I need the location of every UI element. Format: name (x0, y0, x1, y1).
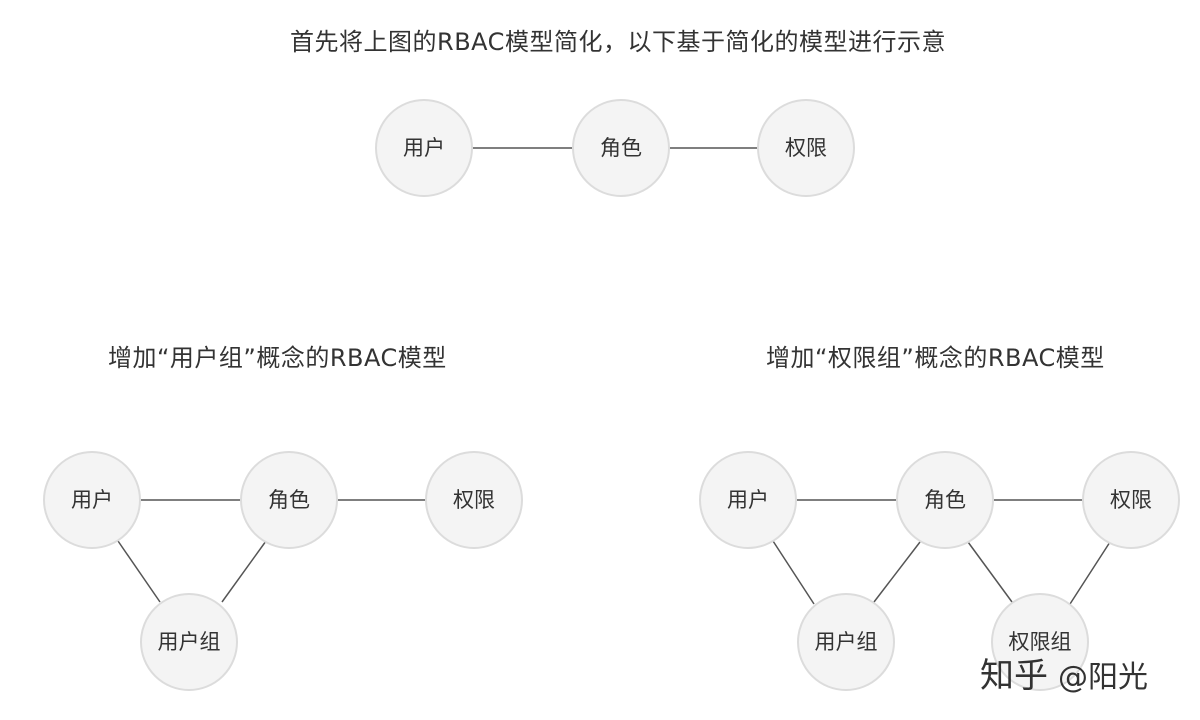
node-user-group: 用户组 (140, 593, 238, 691)
node-label: 角色 (600, 136, 642, 160)
node-label: 用户组 (158, 630, 221, 654)
watermark-author: @阳光 (1058, 660, 1148, 695)
diagram-basic: 用户 角色 权限 (375, 99, 855, 197)
node-label: 用户 (727, 488, 769, 512)
node-user-group: 用户组 (797, 593, 895, 691)
caption-permission-group-model: 增加“权限组”概念的RBAC模型 (766, 344, 1105, 372)
node-label: 角色 (268, 488, 310, 512)
node-user: 用户 (375, 99, 473, 197)
node-user: 用户 (43, 451, 141, 549)
node-permission-group: 权限组 (991, 593, 1089, 691)
edge-usergroup-role (221, 540, 267, 603)
edge-user-usergroup (117, 540, 161, 603)
node-label: 用户 (71, 488, 113, 512)
diagram-user-group: 用户 角色 权限 用户组 (43, 451, 523, 691)
node-label: 用户 (403, 136, 445, 160)
watermark-site: 知乎 (980, 656, 1048, 696)
node-label: 权限 (453, 488, 495, 512)
node-role: 角色 (572, 99, 670, 197)
node-role: 角色 (240, 451, 338, 549)
edge-role-permissiongroup (967, 541, 1013, 603)
diagram-permission-group: 用户 角色 权限 用户组 权限组 (699, 451, 1180, 691)
caption-simplified-model: 首先将上图的RBAC模型简化，以下基于简化的模型进行示意 (290, 28, 946, 56)
node-label: 权限 (785, 136, 827, 160)
node-role: 角色 (896, 451, 994, 549)
node-label: 角色 (924, 488, 966, 512)
node-user: 用户 (699, 451, 797, 549)
edge-permissiongroup-permission (1069, 541, 1111, 605)
node-permission: 权限 (757, 99, 855, 197)
edge-user-usergroup (772, 540, 815, 605)
node-label: 权限 (1110, 488, 1152, 512)
node-label: 权限组 (1009, 630, 1072, 654)
node-label: 用户组 (815, 630, 878, 654)
node-permission: 权限 (425, 451, 523, 549)
zhihu-watermark: 知乎 @阳光 (980, 648, 1148, 697)
node-permission: 权限 (1082, 451, 1180, 549)
edge-usergroup-role (873, 541, 921, 603)
caption-user-group-model: 增加“用户组”概念的RBAC模型 (108, 344, 447, 372)
